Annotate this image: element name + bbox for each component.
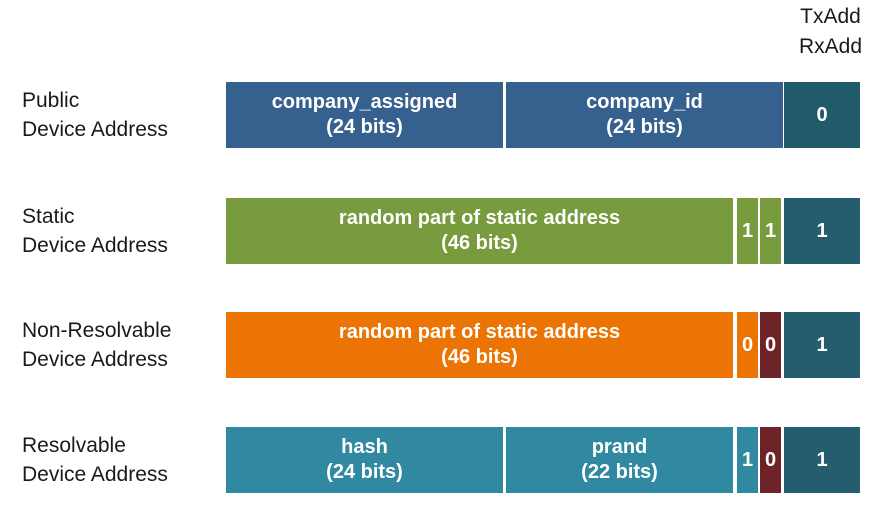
address-segment-bit-0-high: 1: [760, 198, 781, 264]
address-row-label-line1: Public: [22, 89, 80, 112]
address-row-label-line2: Device Address: [22, 234, 168, 257]
address-row-label-line1: Resolvable: [22, 434, 126, 457]
address-segment-bit-0-high: 0: [760, 427, 781, 493]
address-segment-txadd-rxadd: 0: [784, 82, 860, 148]
segment-title: random part of static address: [338, 207, 621, 229]
address-segment-txadd-rxadd: 1: [784, 198, 860, 264]
segment-subtitle: (24 bits): [326, 116, 403, 138]
segment-title: company_assigned: [271, 91, 458, 113]
segment-subtitle: (22 bits): [581, 461, 658, 483]
address-segment-bit-1-high: 1: [737, 198, 758, 264]
address-bar: company_assigned (24 bits) company_id (24 b…: [226, 82, 860, 148]
segment-subtitle: (24 bits): [326, 461, 403, 483]
segment-title: 1: [741, 448, 754, 471]
segment-title: 0: [764, 333, 777, 356]
segment-subtitle: (46 bits): [441, 346, 518, 368]
address-row-label-line2: Device Address: [22, 348, 168, 371]
address-segment-company_id: company_id (24 bits): [506, 82, 783, 148]
address-row-label-line1: Static: [22, 205, 75, 228]
address-row-label-line1: Non-Resolvable: [22, 319, 172, 342]
segment-title: 0: [741, 333, 754, 356]
segment-title: prand: [591, 436, 648, 458]
address-segment-txadd-rxadd: 1: [784, 312, 860, 378]
segment-title: 1: [816, 448, 828, 471]
segment-title: 1: [816, 219, 828, 242]
segment-title: company_id: [586, 91, 703, 113]
rxadd-header-label: RxAdd: [798, 35, 863, 58]
segment-title: 1: [741, 219, 754, 242]
segment-subtitle: (24 bits): [606, 116, 683, 138]
address-segment-bit-1-high: 1: [737, 427, 758, 493]
segment-title: hash: [341, 436, 388, 458]
txadd-rxadd-header: TxAdd RxAdd: [784, 2, 877, 62]
address-segment-bit-0-high: 0: [760, 312, 781, 378]
segment-subtitle: (46 bits): [441, 232, 518, 254]
txadd-header-label: TxAdd: [800, 5, 861, 28]
segment-title: 0: [816, 103, 828, 126]
segment-title: 1: [764, 219, 777, 242]
segment-title: 1: [816, 333, 828, 356]
address-segment-company_assigned: company_assigned (24 bits): [226, 82, 503, 148]
address-segment-hash: hash (24 bits): [226, 427, 503, 493]
address-segment-random-part-of-static-address: random part of static address (46 bits): [226, 198, 733, 264]
address-segment-prand: prand (22 bits): [506, 427, 733, 493]
address-segment-bit-1-high: 0: [737, 312, 758, 378]
address-row-label-line2: Device Address: [22, 463, 168, 486]
address-row-label-line2: Device Address: [22, 118, 168, 141]
segment-title: 0: [764, 448, 777, 471]
segment-title: random part of static address: [338, 321, 621, 343]
address-segment-random-part-of-static-address: random part of static address (46 bits): [226, 312, 733, 378]
address-segment-txadd-rxadd: 1: [784, 427, 860, 493]
